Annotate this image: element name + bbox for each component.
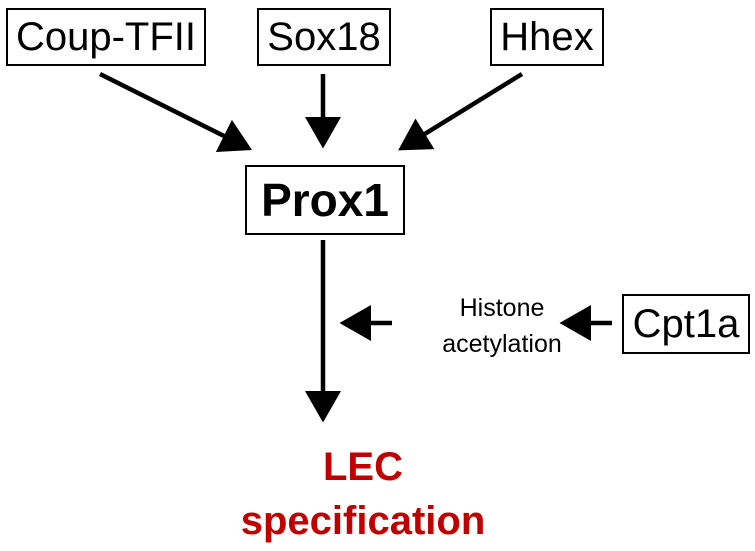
modifier-line-1: Histone <box>459 294 545 322</box>
arrow-coup-to-prox1 <box>98 71 253 153</box>
histone-acetylation-label: Histone acetylation <box>402 290 602 362</box>
node-prox1-label: Prox1 <box>261 174 389 226</box>
node-hhex: Hhex <box>490 8 604 66</box>
outcome-line-1: LEC <box>323 445 403 489</box>
node-coup-tfii: Coup-TFII <box>6 8 206 66</box>
node-sox18-label: Sox18 <box>267 14 381 59</box>
node-prox1: Prox1 <box>245 165 405 235</box>
lec-specification-outcome: LEC specification <box>238 440 488 548</box>
node-hhex-label: Hhex <box>500 14 594 59</box>
node-cpt1a: Cpt1a <box>622 294 750 354</box>
outcome-line-2: specification <box>240 499 486 543</box>
node-sox18: Sox18 <box>257 8 391 66</box>
arrow-hhex-to-prox1 <box>398 72 524 151</box>
node-coup-tfii-label: Coup-TFII <box>15 14 197 59</box>
node-cpt1a-label: Cpt1a <box>632 301 740 346</box>
modifier-line-2: acetylation <box>442 330 562 358</box>
